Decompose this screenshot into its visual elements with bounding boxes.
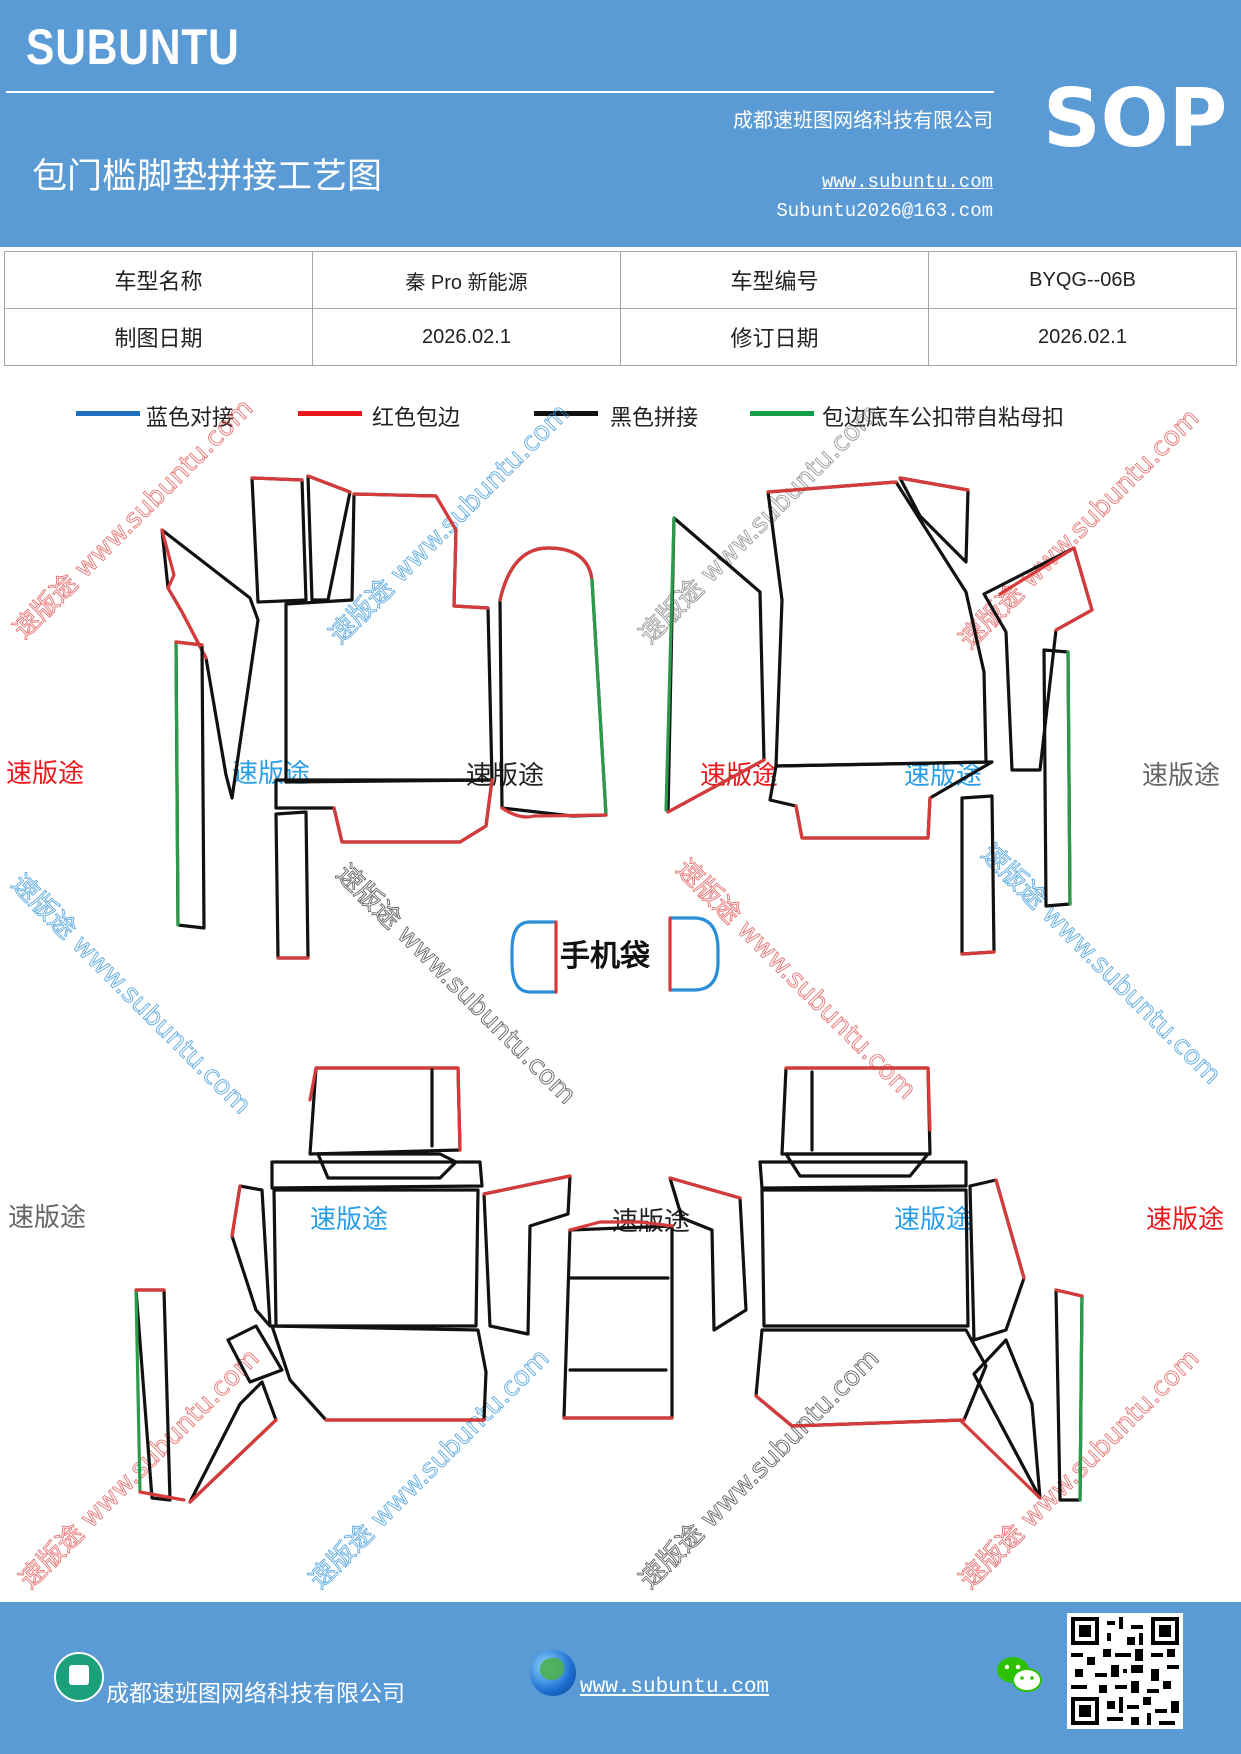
legend-swatch xyxy=(76,411,140,416)
watermark-group: 速版途 www.subuntu.com 速版途 www.subuntu.com … xyxy=(5,393,1228,1596)
legend-label: 红色包边 xyxy=(372,406,461,431)
sop-label: SOP xyxy=(1043,72,1228,165)
floor-mat-diagram: 速版途 www.subuntu.com 速版途 www.subuntu.com … xyxy=(5,393,1228,1596)
brand-logo: SUBUNTU xyxy=(26,19,240,75)
brand-label: 速版途 xyxy=(894,1205,972,1235)
header-banner: SUBUNTU 成都速班图网络科技有限公司 包门槛脚垫拼接工艺图 www.sub… xyxy=(0,0,1241,247)
watermark-text: 速版途 www.subuntu.com xyxy=(330,859,582,1111)
brand-label: 速版途 xyxy=(8,1203,86,1233)
table-cell-label: 制图日期 xyxy=(4,308,313,366)
globe-icon xyxy=(530,1650,576,1696)
qr-code xyxy=(1067,1613,1183,1729)
table-cell-value: 秦 Pro 新能源 xyxy=(312,251,621,309)
front-left-mat xyxy=(160,474,608,960)
table-cell-label: 车型名称 xyxy=(4,251,313,309)
watermark-text: 速版途 www.subuntu.com xyxy=(8,393,260,645)
table-cell-label: 车型编号 xyxy=(620,251,929,309)
legend-swatch xyxy=(750,411,814,416)
footer-website-link[interactable]: www.subuntu.com xyxy=(580,1676,770,1699)
brand-label: 速版途 xyxy=(232,759,310,789)
header-divider xyxy=(6,91,994,93)
table-row: 车型名称 秦 Pro 新能源 车型编号 BYQG--06B xyxy=(4,251,1237,309)
footer-company: 成都速班图网络科技有限公司 xyxy=(106,1681,405,1707)
footer-banner: 成都速班图网络科技有限公司 www.subuntu.com xyxy=(0,1602,1241,1754)
legend-label: 黑色拼接 xyxy=(610,406,699,431)
legend-label: 包边底车公扣带自粘母扣 xyxy=(822,406,1065,431)
watermark-text: 速版途 www.subuntu.com xyxy=(975,839,1227,1091)
table-cell-value: 2026.02.1 xyxy=(928,308,1237,366)
brand-label: 速版途 xyxy=(310,1205,388,1235)
watermark-text: 速版途 www.subuntu.com xyxy=(304,1343,556,1595)
brand-label: 速版途 xyxy=(1146,1205,1224,1235)
brand-label: 速版途 xyxy=(6,759,84,789)
header-company: 成都速班图网络科技有限公司 xyxy=(733,108,993,132)
front-right-mat xyxy=(664,476,1094,956)
header-email[interactable]: Subuntu2026@163.com xyxy=(776,200,993,222)
vehicle-info-table: 车型名称 秦 Pro 新能源 车型编号 BYQG--06B 制图日期 2026.… xyxy=(4,251,1237,366)
legend-label: 蓝色对接 xyxy=(146,406,235,431)
page-title: 包门槛脚垫拼接工艺图 xyxy=(32,157,383,197)
header-website-link[interactable]: www.subuntu.com xyxy=(821,171,993,193)
building-icon xyxy=(54,1652,104,1702)
brand-label: 速版途 xyxy=(1142,761,1220,791)
watermark-text: 速版途 www.subuntu.com xyxy=(5,869,257,1121)
table-cell-value: 2026.02.1 xyxy=(312,308,621,366)
rear-left-mat xyxy=(134,1066,572,1504)
center-hump-mat xyxy=(562,1220,674,1420)
table-row: 制图日期 2026.02.1 修订日期 2026.02.1 xyxy=(4,308,1237,366)
watermark-text: 速版途 www.subuntu.com xyxy=(324,398,576,650)
rear-right-mat xyxy=(668,1066,1084,1502)
legend-swatch xyxy=(298,411,362,416)
wechat-icon xyxy=(997,1657,1042,1692)
legend-swatch xyxy=(534,411,598,416)
brand-label: 速版途 xyxy=(466,761,544,791)
brand-labels: 速版途 速版途 速版途 速版途 速版途 速版途 速版途 速版途 速版途 速版途 … xyxy=(6,759,1224,1237)
phone-bag-label: 手机袋 xyxy=(560,939,650,974)
table-cell-label: 修订日期 xyxy=(620,308,929,366)
brand-label: 速版途 xyxy=(700,761,778,791)
table-cell-value: BYQG--06B xyxy=(928,251,1237,309)
phone-bag xyxy=(510,916,720,994)
